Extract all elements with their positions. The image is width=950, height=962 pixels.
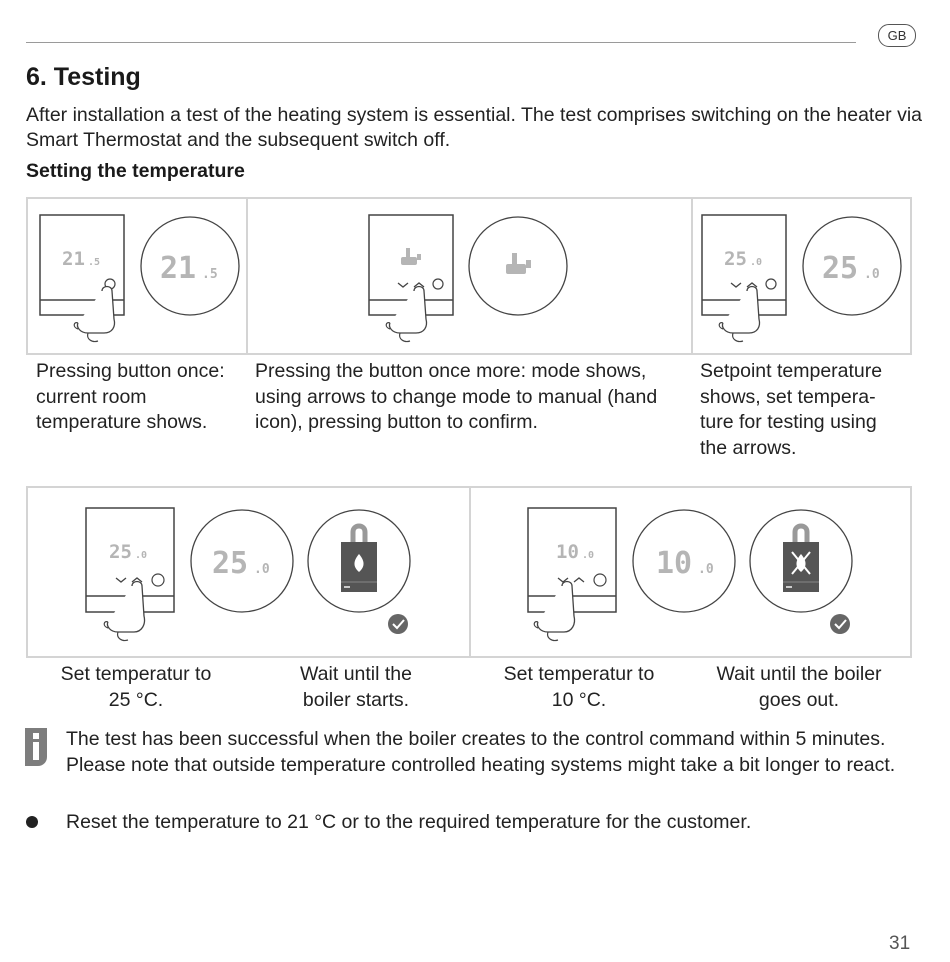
check-icon [830,614,850,634]
bullet-item: Reset the temperature to 21 °C or to the… [66,811,752,833]
hand-mode-icon [401,248,421,265]
arrow-down-icon [115,577,127,583]
hand-pressing-icon [73,285,116,343]
hand-pressing-icon [385,285,428,343]
language-badge: GB [878,24,916,47]
subheading: Setting the temperature [26,160,245,182]
caption-step-2: Pressing the button once more: mode show… [255,360,658,433]
arrow-down-icon [397,282,409,288]
device-display-decimal: .0 [750,257,762,268]
page-number: 31 [889,933,911,954]
figure-row-1: 21 .5 21 .5 [26,197,912,355]
boiler-circle [749,509,853,613]
caption-step-6: Set temperatur to 10 °C. [503,663,655,711]
device-display-value: 25 [109,541,132,563]
header-rule [26,42,856,43]
display-zoom-circle: 10 .0 [632,509,736,613]
arrow-down-icon [730,282,742,288]
device-button [432,278,444,290]
device-display-decimal: .0 [582,550,594,561]
figure-divider [246,199,248,353]
figure-divider [469,488,471,656]
figure-divider [691,199,693,353]
zoom-display-decimal: .5 [202,267,218,282]
caption-step-3: Setpoint temperature shows, set tempera-… [700,360,883,459]
arrow-up-icon [131,577,143,583]
section-intro: After installation a test of the heating… [26,104,923,151]
figure-row-2-illustration: 25 .0 25 .0 [85,507,853,642]
device-button [765,278,777,290]
arrow-up-icon [573,577,585,583]
flame-icon [354,554,364,572]
device-display-decimal: .0 [135,550,147,561]
arrow-up-icon [413,282,425,288]
info-icon [25,728,47,766]
check-icon [388,614,408,634]
device-button [151,573,165,587]
caption-step-7: Wait until the boiler goes out. [716,663,882,711]
caption-step-1: Pressing button once: current room tempe… [36,360,225,433]
caption-step-5: Wait until the boiler starts. [300,663,412,711]
hand-pressing-icon [718,285,761,343]
hand-pressing-icon [103,580,146,642]
bullet-icon [26,816,38,828]
device-button [593,573,607,587]
display-zoom-circle: 25 .0 [190,509,294,613]
caption-step-4: Set temperatur to 25 °C. [60,663,212,711]
device-display-value: 25 [724,248,747,270]
zoom-display-decimal: .0 [254,562,270,577]
arrow-down-icon [557,577,569,583]
section-title: 6. Testing [26,63,141,91]
zoom-display-decimal: .0 [864,267,880,282]
device-display-value: 10 [556,541,579,563]
figure-row-2: 25 .0 25 .0 [26,486,912,658]
display-zoom-circle [468,216,568,316]
arrow-up-icon [746,282,758,288]
device-display-value: 21 [62,248,85,270]
boiler-circle [307,509,411,613]
zoom-display-value: 21 [160,251,196,286]
device-display-decimal: .5 [88,257,100,268]
zoom-display-decimal: .0 [698,562,714,577]
info-note: The test has been successful when the bo… [66,728,896,776]
zoom-display-value: 10 [656,546,692,581]
hand-mode-icon [506,253,531,274]
figure-row-1-illustration: 21 .5 21 .5 [39,214,902,343]
thermostat-device [368,214,454,316]
zoom-display-value: 25 [212,546,248,581]
hand-pressing-icon [533,580,576,642]
display-zoom-circle: 21 .5 [140,216,240,316]
zoom-display-value: 25 [822,251,858,286]
display-zoom-circle: 25 .0 [802,216,902,316]
